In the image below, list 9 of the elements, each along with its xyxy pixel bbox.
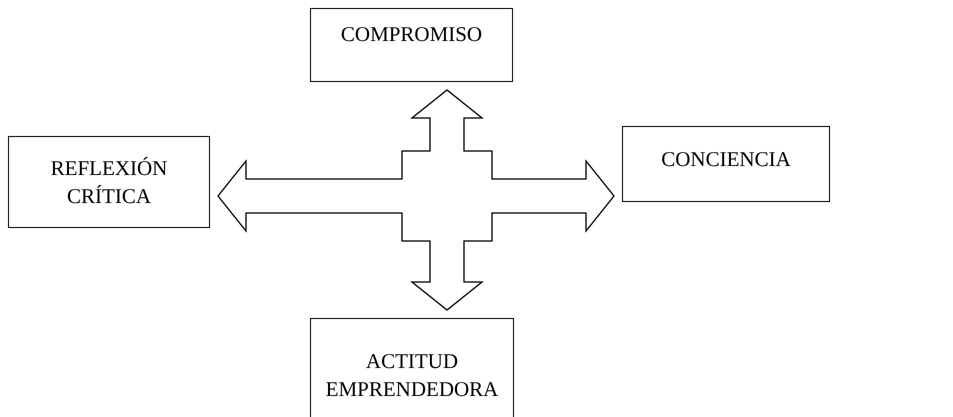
box-label: CONCIENCIA (661, 146, 791, 173)
box-label: COMPROMISO (340, 20, 482, 48)
box-label: REFLEXIÓN CRÍTICA (50, 154, 168, 210)
box-label: ACTITUD EMPRENDEDORA (324, 348, 500, 403)
concept-box (310, 8, 513, 82)
four-way-arrow (217, 89, 615, 311)
concept-box (622, 126, 830, 202)
concept-box (310, 318, 514, 417)
concept-box (8, 136, 210, 228)
